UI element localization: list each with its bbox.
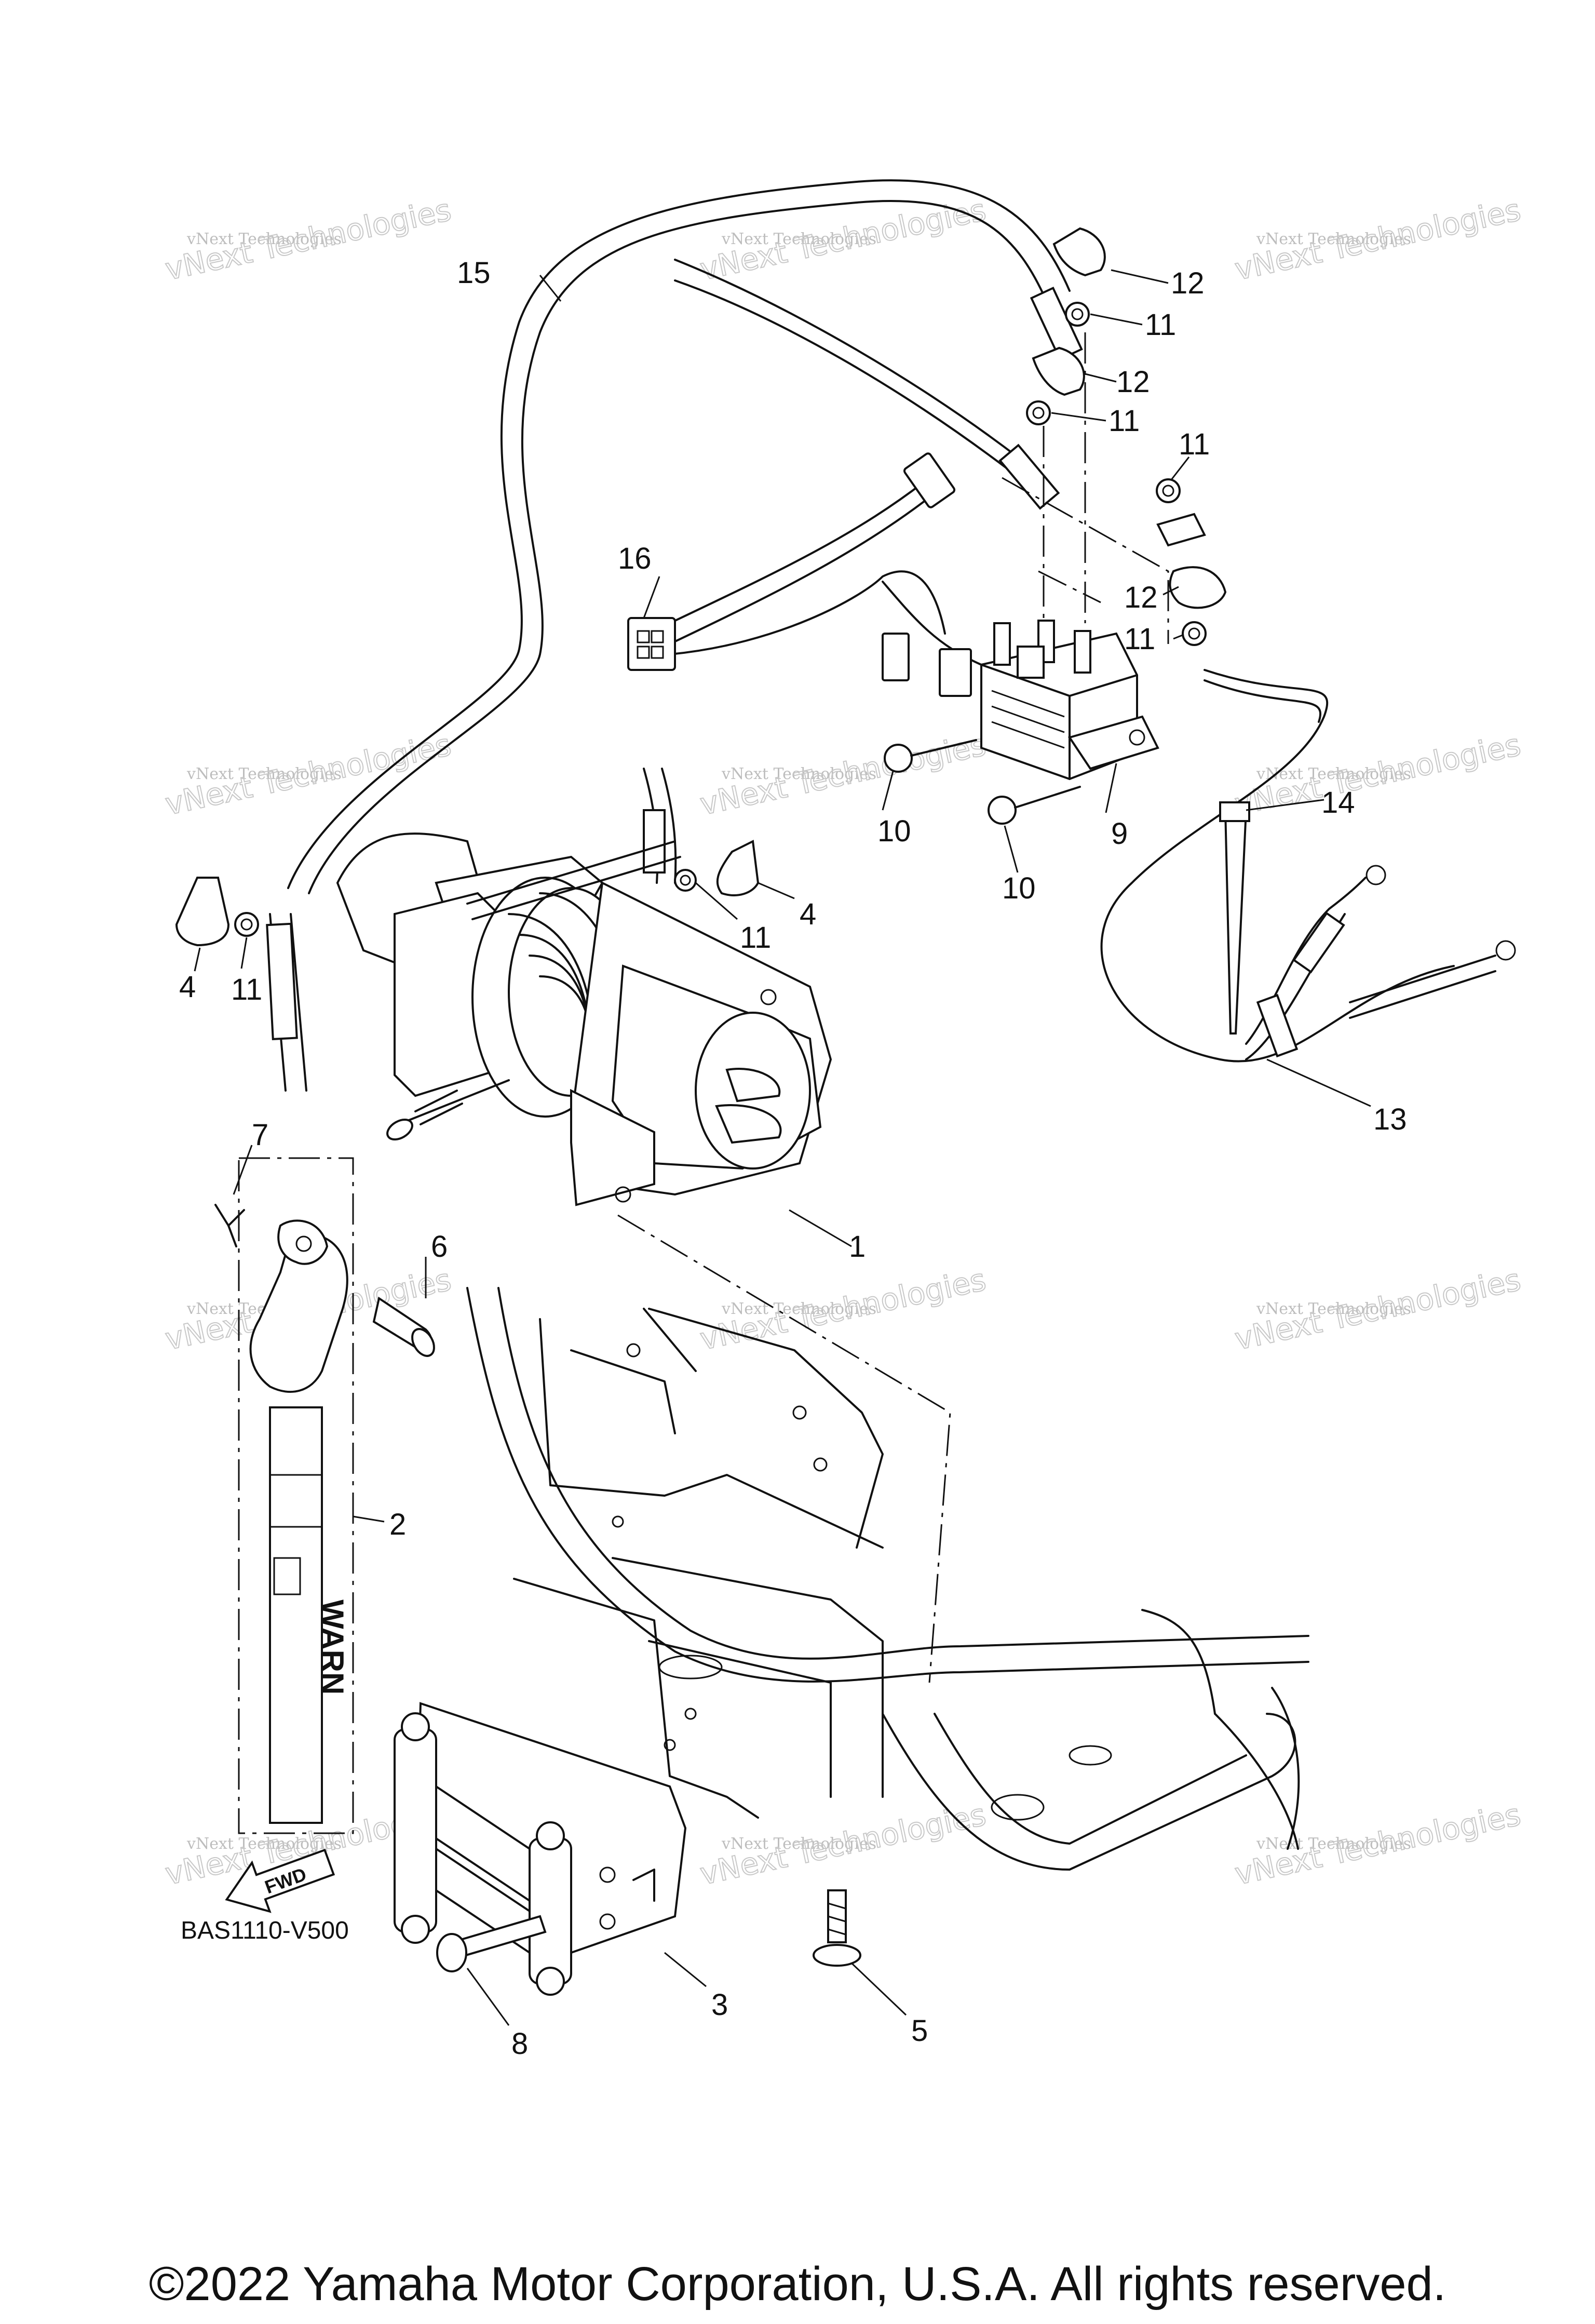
callout-16: 16 — [618, 542, 652, 575]
part-5-bolt — [813, 1889, 861, 1967]
watermark: vNext Technologies vNext Technologies — [1231, 1261, 1524, 1358]
callout-4-right: 4 — [800, 897, 816, 931]
part-6-clevis-pin — [372, 1296, 435, 1357]
watermark-text: vNext Technologies — [721, 1835, 876, 1853]
callout-1: 1 — [849, 1230, 866, 1264]
callout-14: 14 — [1321, 786, 1355, 820]
callout-11-a: 11 — [1145, 308, 1176, 342]
watermark: vNext Technologies vNext Technologies — [696, 727, 989, 823]
part-13-ground-cable — [1100, 669, 1516, 1063]
watermark: vNext Technologies vNext Technologies — [696, 1261, 989, 1358]
callout-5: 5 — [911, 2014, 928, 2048]
watermark-text: vNext Technologies — [186, 765, 342, 783]
callout-15: 15 — [457, 256, 491, 290]
watermark: vNext Technologies vNext Technologies — [1231, 192, 1524, 288]
vehicle-frame — [466, 1214, 1309, 1871]
diagram-code: BAS1110-V500 — [181, 1917, 349, 1944]
watermark-text: vNext Technologies — [1256, 1835, 1411, 1853]
leader-lines — [194, 269, 1371, 2026]
callout-11-d: 11 — [1124, 622, 1155, 656]
copyright-footer: ©2022 Yamaha Motor Corporation, U.S.A. A… — [148, 2258, 1447, 2310]
watermark: vNext Technologies vNext Technologies — [1231, 1796, 1524, 1892]
part-9-contactor — [980, 332, 1169, 781]
callout-11-e: 11 — [231, 973, 262, 1006]
callout-8: 8 — [511, 2027, 528, 2061]
watermark: vNext Technologies vNext Technologies — [161, 192, 454, 288]
callout-6: 6 — [431, 1230, 448, 1264]
watermark-text: vNext Technologies — [721, 1300, 876, 1318]
callout-10-lower: 10 — [1002, 871, 1036, 905]
part-7-spring-pin — [214, 1204, 245, 1247]
callout-11-f: 11 — [740, 921, 771, 955]
watermarks: vNext Technologies vNext Technologies vN… — [161, 192, 1524, 1892]
callout-12-c: 12 — [1124, 581, 1158, 614]
part-1-winch — [336, 832, 832, 1206]
part-16-harness — [627, 452, 982, 697]
watermark-text: vNext Technologies — [186, 230, 342, 248]
callout-9: 9 — [1111, 817, 1128, 851]
callout-7: 7 — [252, 1118, 268, 1152]
callout-10-upper: 10 — [877, 814, 911, 848]
watermark-text: vNext Technologies — [1256, 230, 1411, 248]
watermark-text: vNext Technologies — [1256, 1300, 1411, 1318]
part-2-hook-strap: WARN — [238, 1157, 354, 1834]
part-12-terminal-caps — [1032, 227, 1227, 609]
strap-brand-text: WARN — [315, 1600, 350, 1695]
callout-11-c: 11 — [1179, 427, 1210, 461]
part-14-cable-tie — [1219, 801, 1250, 1035]
watermark-text: vNext Technologies — [721, 230, 876, 248]
watermark-text: vNext Technologies — [721, 765, 876, 783]
callout-12-b: 12 — [1116, 365, 1150, 399]
part-3-fairlead — [394, 1702, 687, 1996]
part-8-bolt — [436, 1915, 547, 1972]
callout-2: 2 — [389, 1508, 406, 1541]
watermark-text: vNext Technologies — [186, 1835, 342, 1853]
part-11-nuts — [234, 302, 1207, 937]
callout-labels: 1 2 3 4 4 5 6 7 8 9 10 10 11 11 11 11 11… — [179, 256, 1407, 2061]
part-10-bolts — [884, 739, 1081, 825]
callout-12-a: 12 — [1171, 266, 1205, 300]
part-4-terminal-caps — [175, 839, 760, 947]
callout-13: 13 — [1373, 1103, 1407, 1136]
watermark: vNext Technologies vNext Technologies — [696, 1796, 989, 1892]
callout-11-b: 11 — [1109, 404, 1140, 438]
callout-4-left: 4 — [179, 970, 196, 1004]
callout-3: 3 — [711, 1988, 728, 2022]
